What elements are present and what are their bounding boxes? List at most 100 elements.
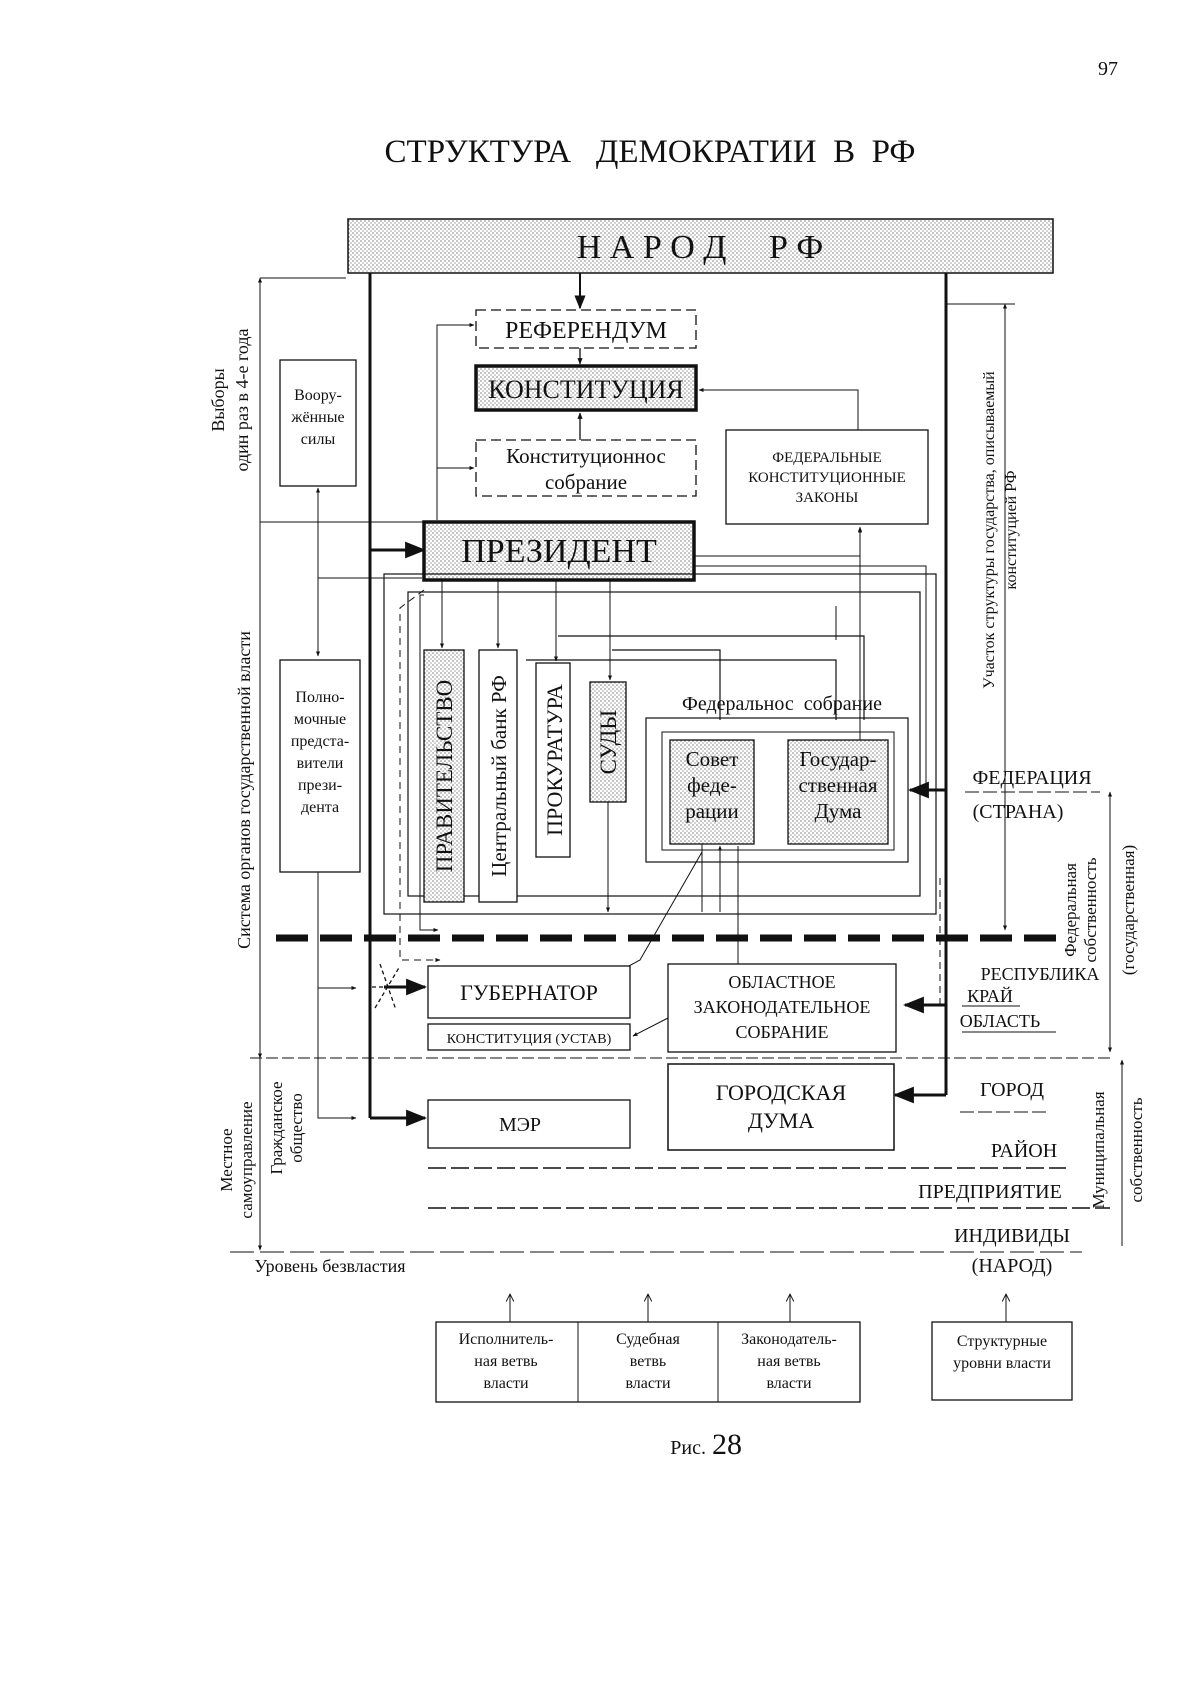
armed-forces-line3: силы bbox=[301, 431, 336, 448]
governor-box bbox=[427, 965, 631, 1019]
fcl-line2: КОНСТИТУЦИОННЫЕ bbox=[748, 470, 906, 486]
regional-constitution-box bbox=[427, 1023, 631, 1051]
legend-judicial-line2: ветвь bbox=[630, 1353, 666, 1370]
level-district: РАЙОН bbox=[991, 1139, 1057, 1162]
president-box bbox=[422, 520, 696, 582]
level-republic: РЕСПУБЛИКА bbox=[981, 964, 1100, 984]
federal-assembly-inner-frame bbox=[661, 731, 895, 851]
elections-line1: Выборы bbox=[208, 368, 228, 431]
mayor-box bbox=[427, 1099, 631, 1149]
people-label: Н А Р О Д Р Ф bbox=[577, 229, 824, 266]
federation-council-line3: рации bbox=[685, 799, 739, 823]
level-enterprise: ПРЕДПРИЯТИЕ bbox=[918, 1181, 1062, 1203]
diagram-title: СТРУКТУРА ДЕМОКРАТИИ В РФ bbox=[385, 134, 916, 170]
referendum-box bbox=[475, 309, 697, 349]
president-label: ПРЕЗИДЕНТ bbox=[461, 533, 657, 570]
local-gov-line2: самоуправление bbox=[237, 1101, 256, 1218]
plenipotentiaries-line5: прези- bbox=[298, 777, 342, 794]
local-gov-line1: Местное bbox=[217, 1128, 236, 1191]
structural-levels: ФЕДЕРАЦИЯ (СТРАНА) РЕСПУБЛИКА КРАЙ ОБЛАС… bbox=[230, 767, 1110, 1277]
figure-caption-number: 28 bbox=[712, 1428, 742, 1461]
fcl-to-constitution-arrow bbox=[698, 388, 859, 430]
regional-assembly-box bbox=[667, 963, 897, 1053]
civil-society-line1: Гражданское bbox=[267, 1081, 286, 1174]
fcl-line3: ЗАКОНЫ bbox=[796, 490, 859, 506]
federal-constitutional-laws-box bbox=[725, 429, 929, 525]
state-duma-line2: ственная bbox=[798, 773, 877, 797]
legend-executive-line3: власти bbox=[483, 1375, 529, 1392]
regional-assembly-line3: СОБРАНИЕ bbox=[735, 1022, 828, 1042]
courts-label: СУДЫ bbox=[596, 710, 621, 775]
legend-judicial-line1: Судебная bbox=[616, 1331, 680, 1348]
armed-forces-line1: Воору- bbox=[294, 387, 342, 404]
civil-society-line2: общество bbox=[287, 1093, 306, 1163]
central-bank-box bbox=[478, 649, 518, 903]
legend-structural-line1: Структурные bbox=[957, 1333, 1047, 1350]
federal-property-line1: Федеральная bbox=[1061, 863, 1080, 957]
federal-assembly-frame bbox=[645, 717, 909, 863]
people-box bbox=[347, 218, 1054, 274]
figure-caption-prefix: Рис. bbox=[670, 1437, 706, 1459]
constitution-box bbox=[474, 364, 698, 412]
regional-assembly-line2: ЗАКОНОДАТЕЛЬНОЕ bbox=[694, 997, 871, 1017]
referendum-label: РЕФЕРЕНДУМ bbox=[505, 318, 667, 344]
constitution-label: КОНСТИТУЦИЯ bbox=[488, 375, 683, 404]
municipal-property-line1: Муниципальная bbox=[1089, 1091, 1108, 1208]
federation-council-box bbox=[669, 739, 755, 845]
armed-forces-box bbox=[279, 359, 357, 487]
federation-council-line2: феде- bbox=[687, 773, 737, 797]
level-people: (НАРОД) bbox=[972, 1255, 1053, 1277]
municipal-property-line2: собственность bbox=[1127, 1097, 1146, 1202]
page-number: 97 bbox=[1098, 58, 1118, 80]
legend-structural-box bbox=[931, 1321, 1073, 1401]
level-country: (СТРАНА) bbox=[973, 801, 1064, 823]
plenipotentiaries-down-link bbox=[317, 872, 357, 1120]
level-krai: КРАЙ bbox=[967, 986, 1013, 1006]
plenipotentiaries-line1: Полно- bbox=[295, 689, 344, 706]
constitutional-assembly-box bbox=[475, 439, 697, 497]
fcl-line1: ФЕДЕРАЛЬНЫЕ bbox=[772, 450, 882, 466]
regional-constitution-label: КОНСТИТУЦИЯ (УСТАВ) bbox=[447, 1032, 612, 1047]
constitutional-assembly-line1: Конституционнос bbox=[506, 444, 666, 468]
federal-property-line2: собственность bbox=[1081, 857, 1100, 962]
elections-line2: один раз в 4-е года bbox=[232, 328, 252, 471]
legend-judicial-line3: власти bbox=[625, 1375, 671, 1392]
anarchy-level-label: Уровень безвластия bbox=[254, 1256, 405, 1276]
prosecutor-label: ПРОКУРАТУРА bbox=[542, 684, 567, 836]
level-individuals: ИНДИВИДЫ bbox=[954, 1225, 1070, 1247]
legend-executive-line1: Исполнитель- bbox=[459, 1331, 554, 1348]
government-box bbox=[423, 649, 465, 903]
plenipotentiaries-line3: предста- bbox=[291, 733, 349, 750]
city-duma-line1: ГОРОДСКАЯ bbox=[716, 1080, 847, 1105]
state-duma-box bbox=[787, 739, 889, 845]
legend-legislative-line2: ная ветвь bbox=[757, 1353, 820, 1370]
armed-forces-line2: жённые bbox=[290, 409, 344, 426]
legend-legislative-line1: Законодатель- bbox=[741, 1331, 837, 1348]
central-bank-label: Центральный банк РФ bbox=[487, 675, 511, 877]
governor-label: ГУБЕРНАТОР bbox=[460, 980, 598, 1005]
federal-property-line3: (государственная) bbox=[1119, 845, 1138, 975]
prosecutor-box bbox=[535, 662, 571, 858]
plenipotentiaries-line6: дента bbox=[301, 799, 339, 816]
plenipotentiaries-line4: вители bbox=[297, 755, 344, 772]
inner-frames bbox=[383, 573, 937, 915]
legend-arrows bbox=[510, 1294, 1006, 1322]
federal-assembly-label: Федеральнос собрание bbox=[682, 693, 882, 715]
mayor-label: МЭР bbox=[499, 1114, 541, 1136]
legend-branches-box bbox=[435, 1321, 861, 1403]
regional-assembly-line1: ОБЛАСТНОЕ bbox=[728, 972, 835, 992]
legend-executive-line2: ная ветвь bbox=[474, 1353, 537, 1370]
plenipotentiaries-line2: мочные bbox=[294, 711, 346, 728]
state-duma-line3: Дума bbox=[814, 799, 862, 823]
state-bodies-label: Система органов государственной власти bbox=[234, 631, 254, 949]
level-city: ГОРОД bbox=[980, 1079, 1044, 1101]
state-structure-line2: конституцией РФ bbox=[1003, 470, 1020, 589]
level-oblast: ОБЛАСТЬ bbox=[960, 1011, 1041, 1031]
city-duma-line2: ДУМА bbox=[748, 1108, 814, 1133]
legend-legislative-line3: власти bbox=[766, 1375, 812, 1392]
government-label: ПРАВИТЕЛЬСТВО bbox=[432, 680, 457, 872]
state-structure-line1: Участок структуры государства, описываем… bbox=[981, 371, 998, 689]
city-duma-box bbox=[667, 1063, 895, 1151]
federation-council-line1: Совет bbox=[686, 747, 739, 771]
